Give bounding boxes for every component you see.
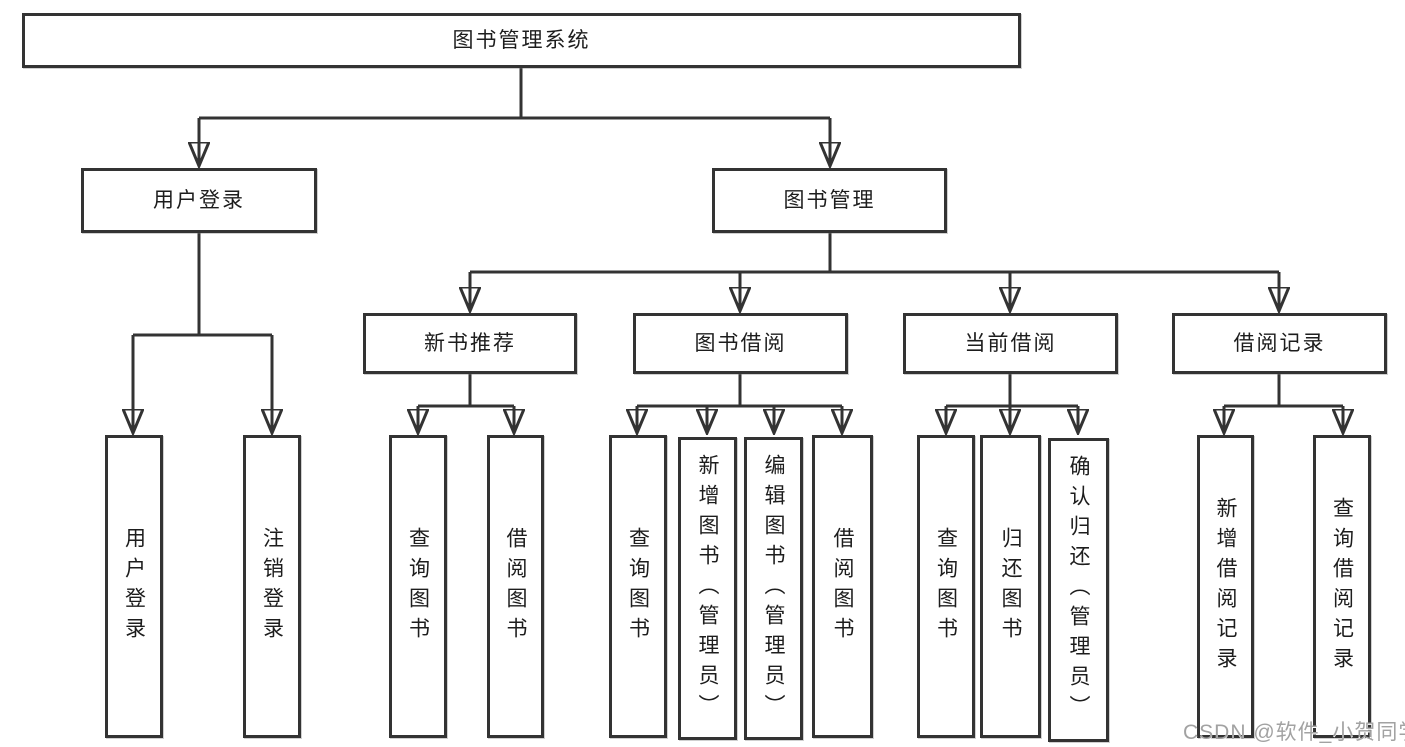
node-leaf-confirm-return-admin-label: 确认归还（管理员） — [1067, 455, 1090, 725]
node-leaf-add-borrow-record: 新增借阅记录 — [1197, 435, 1254, 738]
node-book-mgmt: 图书管理 — [712, 168, 947, 233]
node-leaf-logout: 注销登录 — [243, 435, 301, 738]
connector-user-login-children — [133, 233, 272, 432]
node-leaf-query-books-3-label: 查询图书 — [934, 526, 958, 647]
node-leaf-query-books-2: 查询图书 — [609, 435, 667, 738]
node-leaf-logout-label: 注销登录 — [260, 526, 284, 647]
node-leaf-edit-books-admin: 编辑图书（管理员） — [744, 437, 803, 740]
node-leaf-borrow-books-2-label: 借阅图书 — [831, 526, 854, 647]
node-current-borrow-label: 当前借阅 — [964, 332, 1057, 355]
connector-borrow-records-children — [1224, 374, 1343, 432]
node-borrow-records: 借阅记录 — [1172, 313, 1387, 374]
connector-book-mgmt-to-level3 — [470, 233, 1279, 310]
node-root-label: 图书管理系统 — [452, 29, 591, 52]
connector-root-to-level2 — [199, 68, 830, 165]
node-leaf-query-borrow-record: 查询借阅记录 — [1313, 435, 1371, 738]
node-leaf-borrow-books-1-label: 借阅图书 — [504, 526, 527, 647]
node-leaf-add-borrow-record-label: 新增借阅记录 — [1214, 496, 1237, 677]
node-leaf-edit-books-admin-label: 编辑图书（管理员） — [762, 453, 785, 724]
node-leaf-return-books: 归还图书 — [980, 435, 1041, 738]
node-book-borrow-label: 图书借阅 — [694, 332, 787, 355]
node-leaf-query-books-1-label: 查询图书 — [406, 526, 430, 647]
connector-new-books-children — [418, 374, 514, 432]
node-user-login-label: 用户登录 — [153, 189, 245, 212]
node-leaf-confirm-return-admin: 确认归还（管理员） — [1048, 438, 1109, 742]
node-user-login: 用户登录 — [81, 168, 317, 233]
node-new-books: 新书推荐 — [363, 313, 577, 374]
node-leaf-query-borrow-record-label: 查询借阅记录 — [1330, 496, 1354, 677]
node-leaf-query-books-1: 查询图书 — [389, 435, 447, 738]
node-book-mgmt-label: 图书管理 — [783, 189, 876, 212]
node-new-books-label: 新书推荐 — [424, 332, 516, 355]
node-leaf-add-books-admin-label: 新增图书（管理员） — [696, 453, 719, 724]
node-leaf-add-books-admin: 新增图书（管理员） — [678, 437, 737, 740]
node-leaf-user-login-label: 用户登录 — [122, 526, 146, 647]
node-leaf-borrow-books-2: 借阅图书 — [812, 435, 873, 738]
connector-book-borrow-children — [637, 374, 842, 432]
node-leaf-borrow-books-1: 借阅图书 — [487, 435, 544, 738]
node-root: 图书管理系统 — [22, 13, 1021, 68]
node-leaf-return-books-label: 归还图书 — [999, 526, 1022, 647]
node-leaf-user-login: 用户登录 — [105, 435, 163, 738]
csdn-watermark: CSDN @软件_小贺同学 — [1183, 721, 1405, 744]
node-borrow-records-label: 借阅记录 — [1233, 332, 1326, 355]
node-leaf-query-books-2-label: 查询图书 — [626, 526, 650, 647]
node-leaf-query-books-3: 查询图书 — [917, 435, 975, 738]
connector-current-borrow-children — [946, 374, 1078, 432]
node-book-borrow: 图书借阅 — [633, 313, 848, 374]
node-current-borrow: 当前借阅 — [903, 313, 1118, 374]
